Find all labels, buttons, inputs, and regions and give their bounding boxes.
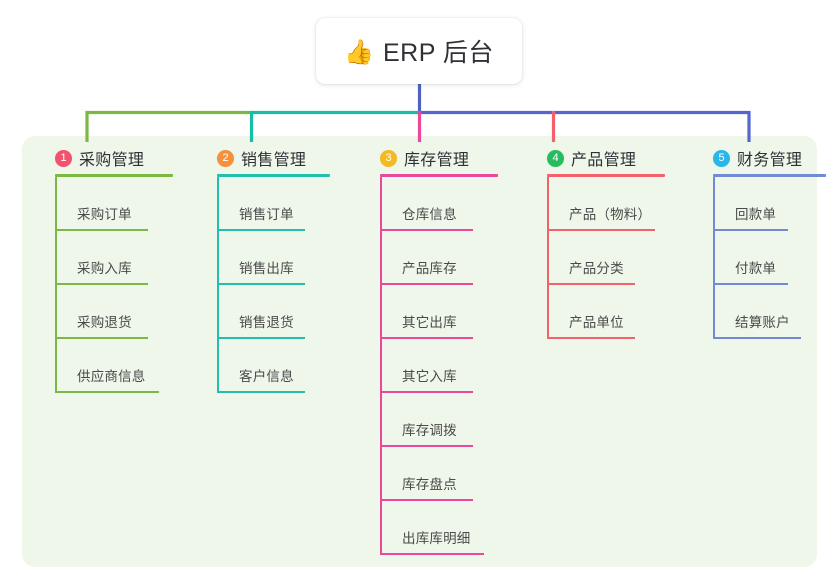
trunk-line-finance (713, 177, 715, 339)
column-title-product: 产品管理 (571, 152, 637, 169)
column-product: 4 产品管理产品（物料） 产品分类产品单位 (530, 146, 665, 339)
badge-number-sales: 2 (217, 149, 234, 167)
list-item-label: 采购退货 (77, 315, 132, 330)
list-item-underline (380, 553, 484, 555)
list-item-underline (547, 283, 635, 285)
root-node-content: 👍 ERP 后台 (344, 33, 494, 69)
column-header-sales[interactable]: 2 销售管理 (200, 146, 306, 170)
list-item-label: 出库库明细 (402, 531, 471, 546)
column-inventory: 3 库存管理仓库信息产品库存其它出库其它入库库存调拨库存盘点出库库明细 (363, 146, 498, 555)
column-underline-purchase (55, 174, 173, 177)
list-item-underline (380, 283, 473, 285)
root-node-title: ERP 后台 (382, 39, 494, 67)
root-node[interactable]: 👍 ERP 后台 (316, 18, 522, 84)
list-item-underline (547, 337, 635, 339)
column-underline-finance (713, 174, 826, 177)
list-item-label: 采购入库 (77, 261, 132, 276)
list-item-label: 客户信息 (239, 369, 294, 384)
list-item-underline (380, 445, 473, 447)
column-title-finance: 财务管理 (737, 152, 803, 169)
list-item-underline (547, 229, 655, 231)
column-header-purchase[interactable]: 1 采购管理 (38, 146, 144, 170)
trunk-line-purchase (55, 177, 57, 393)
trunk-line-product (547, 177, 549, 339)
list-item-underline (217, 283, 305, 285)
badge-number-inventory: 3 (380, 149, 397, 167)
list-item-underline (55, 391, 159, 393)
list-item-label: 结算账户 (735, 315, 790, 330)
list-item-underline (713, 337, 801, 339)
badge-number-product: 4 (547, 149, 564, 167)
list-item-label: 库存盘点 (402, 477, 457, 492)
trunk-line-sales (217, 177, 219, 393)
list-item-underline (217, 229, 305, 231)
list-item-underline (713, 229, 788, 231)
list-item-underline (380, 391, 473, 393)
list-item-underline (217, 337, 305, 339)
content-panel (22, 136, 817, 567)
column-title-sales: 销售管理 (241, 152, 307, 169)
column-header-finance[interactable]: 5 财务管理 (696, 146, 802, 170)
badge-number-purchase: 1 (55, 149, 72, 167)
list-item-label: 付款单 (735, 261, 777, 276)
list-item-underline (55, 337, 148, 339)
column-sales: 2 销售管理销售订单销售出库销售退货客户信息 (200, 146, 330, 393)
list-item-underline (713, 283, 788, 285)
list-item-label: 供应商信息 (77, 369, 146, 384)
list-item-label: 回款单 (735, 207, 777, 222)
column-underline-sales (217, 174, 330, 177)
thumbs-up-icon: 👍 (344, 38, 374, 66)
list-item-label: 产品（物料） (569, 207, 652, 222)
column-header-inventory[interactable]: 3 库存管理 (363, 146, 469, 170)
list-item-underline (217, 391, 305, 393)
list-item-underline (380, 229, 473, 231)
badge-number-finance: 5 (713, 149, 730, 167)
column-purchase: 1 采购管理采购订单采购入库采购退货供应商信息 (38, 146, 173, 393)
list-item-label: 产品分类 (569, 261, 624, 276)
column-finance: 5 财务管理回款单付款单结算账户 (696, 146, 826, 339)
column-underline-product (547, 174, 665, 177)
column-title-purchase: 采购管理 (79, 152, 145, 169)
list-item-label: 销售出库 (239, 261, 294, 276)
list-item-label: 其它入库 (402, 369, 457, 384)
list-item-label: 库存调拨 (402, 423, 457, 438)
list-item-underline (380, 499, 473, 501)
list-item-label: 采购订单 (77, 207, 132, 222)
column-header-product[interactable]: 4 产品管理 (530, 146, 636, 170)
list-item-label: 销售退货 (239, 315, 294, 330)
list-item-label: 其它出库 (402, 315, 457, 330)
trunk-line-inventory (380, 177, 382, 555)
column-title-inventory: 库存管理 (404, 152, 470, 169)
list-item-underline (55, 229, 148, 231)
list-item-label: 仓库信息 (402, 207, 457, 222)
list-item-label: 销售订单 (239, 207, 294, 222)
list-item-underline (380, 337, 473, 339)
list-item-label: 产品单位 (569, 315, 624, 330)
column-underline-inventory (380, 174, 498, 177)
list-item-underline (55, 283, 148, 285)
list-item-label: 产品库存 (402, 261, 457, 276)
